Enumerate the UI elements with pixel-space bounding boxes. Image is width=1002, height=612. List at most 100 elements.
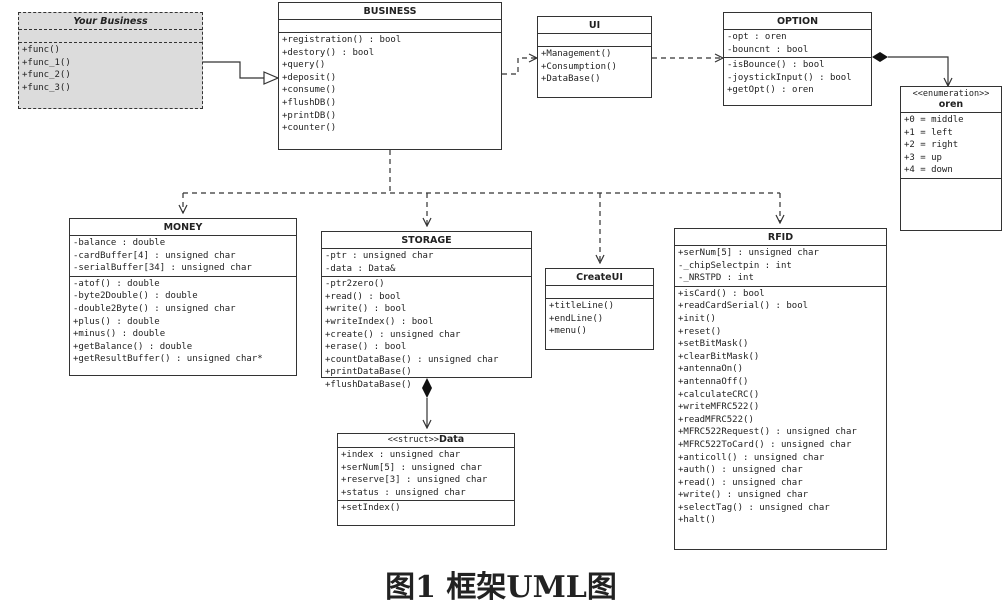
operation: +writeIndex() : bool: [325, 316, 434, 327]
operations-section: +titleLine() +endLine() +menu(): [546, 298, 653, 339]
attribute: -_NRSTPD : int: [678, 273, 754, 284]
attribute: +serNum[5] : unsigned char: [678, 248, 819, 258]
operation: +func(): [22, 45, 60, 55]
operation: +printDB(): [282, 110, 337, 121]
operations-section: +setIndex(): [338, 500, 514, 516]
operation: +Consumption(): [541, 61, 617, 72]
attributes-section: +index : unsigned char +serNum[5] : unsi…: [338, 447, 514, 500]
operation: +selectTag() : unsigned char: [678, 502, 830, 513]
attribute: +index : unsigned char: [341, 450, 461, 460]
operation: +titleLine(): [549, 301, 615, 311]
operation: +func_3(): [22, 82, 71, 93]
operation: +flushDB(): [282, 97, 337, 108]
operation: +antennaOff(): [678, 376, 749, 387]
operation: +menu(): [549, 326, 587, 337]
attribute: +status : unsigned char: [341, 487, 466, 498]
class-title: Your Business: [73, 16, 148, 27]
operation: +auth() : unsigned char: [678, 465, 803, 476]
operation: +getResultBuffer() : unsigned char*: [73, 354, 263, 365]
enum-oren[interactable]: <<enumeration>> oren +0 = middle +1 = le…: [900, 86, 1002, 231]
operation: +erase() : bool: [325, 342, 407, 353]
composition-storage-data: [422, 378, 432, 428]
attributes-section: [538, 33, 651, 46]
operation: +consume(): [282, 85, 337, 96]
attribute: -balance : double: [73, 238, 166, 248]
operation: -double2Byte() : unsigned char: [73, 303, 236, 314]
class-title: CreateUI: [576, 272, 623, 283]
class-title: <<struct>>Data: [338, 434, 514, 447]
struct-name: Data: [438, 434, 465, 445]
class-storage[interactable]: STORAGE -ptr : unsigned char -data : Dat…: [321, 231, 532, 390]
stereotype-label: <<enumeration>>: [912, 89, 990, 99]
operation: +minus() : double: [73, 329, 166, 340]
attributes-section: -balance : double -cardBuffer[4] : unsig…: [70, 235, 296, 276]
class-title: MONEY: [163, 222, 203, 233]
figure-caption: 图1 框架UML图: [385, 570, 617, 605]
enum-literal: +2 = right: [904, 140, 959, 151]
operation: +getOpt() : oren: [727, 85, 814, 96]
operations-section: [901, 177, 1001, 195]
operation: +create() : unsigned char: [325, 329, 461, 340]
operation: +setBitMask(): [678, 339, 749, 350]
struct-data[interactable]: <<struct>>Data +index : unsigned char +s…: [337, 433, 515, 526]
operation: +antennaOn(): [678, 364, 744, 375]
operation: +DataBase(): [541, 74, 601, 85]
composition-option-oren: [872, 52, 948, 86]
literals-section: +0 = middle +1 = left +2 = right +3 = up…: [901, 112, 1001, 178]
dependency-business-ui: [502, 58, 537, 75]
operation: +readMFRC522(): [678, 414, 754, 425]
attributes-section: [279, 19, 501, 32]
class-your-business[interactable]: Your Business +func() +func_1() +func_2(…: [18, 12, 203, 109]
class-title: RFID: [767, 232, 794, 243]
operation: +plus() : double: [73, 316, 160, 327]
operation: +write() : bool: [325, 304, 407, 315]
attributes-section: +serNum[5] : unsigned char -_chipSelectp…: [675, 245, 886, 286]
operations-section: -isBounce() : bool -joystickInput() : bo…: [724, 57, 871, 98]
operation: +clearBitMask(): [678, 351, 760, 362]
operation: +halt(): [678, 515, 716, 526]
enum-literal: +3 = up: [904, 152, 942, 163]
attribute: -serialBuffer[34] : unsigned char: [73, 263, 252, 274]
operation: +isCard() : bool: [678, 288, 765, 299]
class-ui[interactable]: UI +Management() +Consumption() +DataBas…: [537, 16, 652, 98]
attributes-section: [546, 285, 653, 298]
dependency-bus-line: [183, 150, 780, 263]
operation: +func_2(): [22, 70, 71, 81]
operation: +write() : unsigned char: [678, 490, 809, 501]
operation: +getBalance() : double: [73, 341, 193, 352]
attribute: -_chipSelectpin : int: [678, 260, 792, 271]
class-title: UI: [588, 20, 601, 31]
class-option[interactable]: OPTION -opt : oren -bouncnt : bool -isBo…: [723, 12, 872, 106]
operation: +func_1(): [22, 57, 71, 68]
class-rfid[interactable]: RFID +serNum[5] : unsigned char -_chipSe…: [674, 228, 887, 550]
operation: +registration() : bool: [282, 35, 402, 45]
operation: +endLine(): [549, 313, 604, 324]
attribute: -ptr : unsigned char: [325, 251, 434, 261]
enum-literal: +0 = middle: [904, 115, 964, 125]
attribute: +serNum[5] : unsigned char: [341, 462, 482, 473]
operation: +read() : unsigned char: [678, 477, 803, 488]
class-createui[interactable]: CreateUI +titleLine() +endLine() +menu(): [545, 268, 654, 350]
operation: +anticoll() : unsigned char: [678, 452, 825, 463]
operation: +setIndex(): [341, 503, 401, 514]
operation: +counter(): [282, 123, 337, 134]
operation: +MFRC522ToCard() : unsigned char: [678, 439, 852, 450]
operation: -joystickInput() : bool: [727, 72, 852, 83]
attribute: -opt : oren: [727, 32, 787, 42]
attribute: -bouncnt : bool: [727, 44, 809, 55]
class-title: OPTION: [776, 16, 819, 27]
class-money[interactable]: MONEY -balance : double -cardBuffer[4] :…: [69, 218, 297, 376]
attribute: -data : Data&: [325, 263, 396, 274]
attribute: -cardBuffer[4] : unsigned char: [73, 250, 236, 261]
operations-section: +registration() : bool +destory() : bool…: [279, 32, 501, 136]
operation: +query(): [282, 60, 326, 71]
operation: +destory() : bool: [282, 47, 375, 58]
attributes-section: -opt : oren -bouncnt : bool: [724, 29, 871, 57]
operations-section: -ptr2zero() +read() : bool +write() : bo…: [322, 276, 531, 392]
class-business[interactable]: BUSINESS +registration() : bool +destory…: [278, 2, 502, 150]
operation: +deposit(): [282, 72, 337, 83]
class-title: STORAGE: [401, 235, 452, 246]
operation: +init(): [678, 313, 716, 324]
operation: +flushDataBase(): [325, 379, 412, 390]
